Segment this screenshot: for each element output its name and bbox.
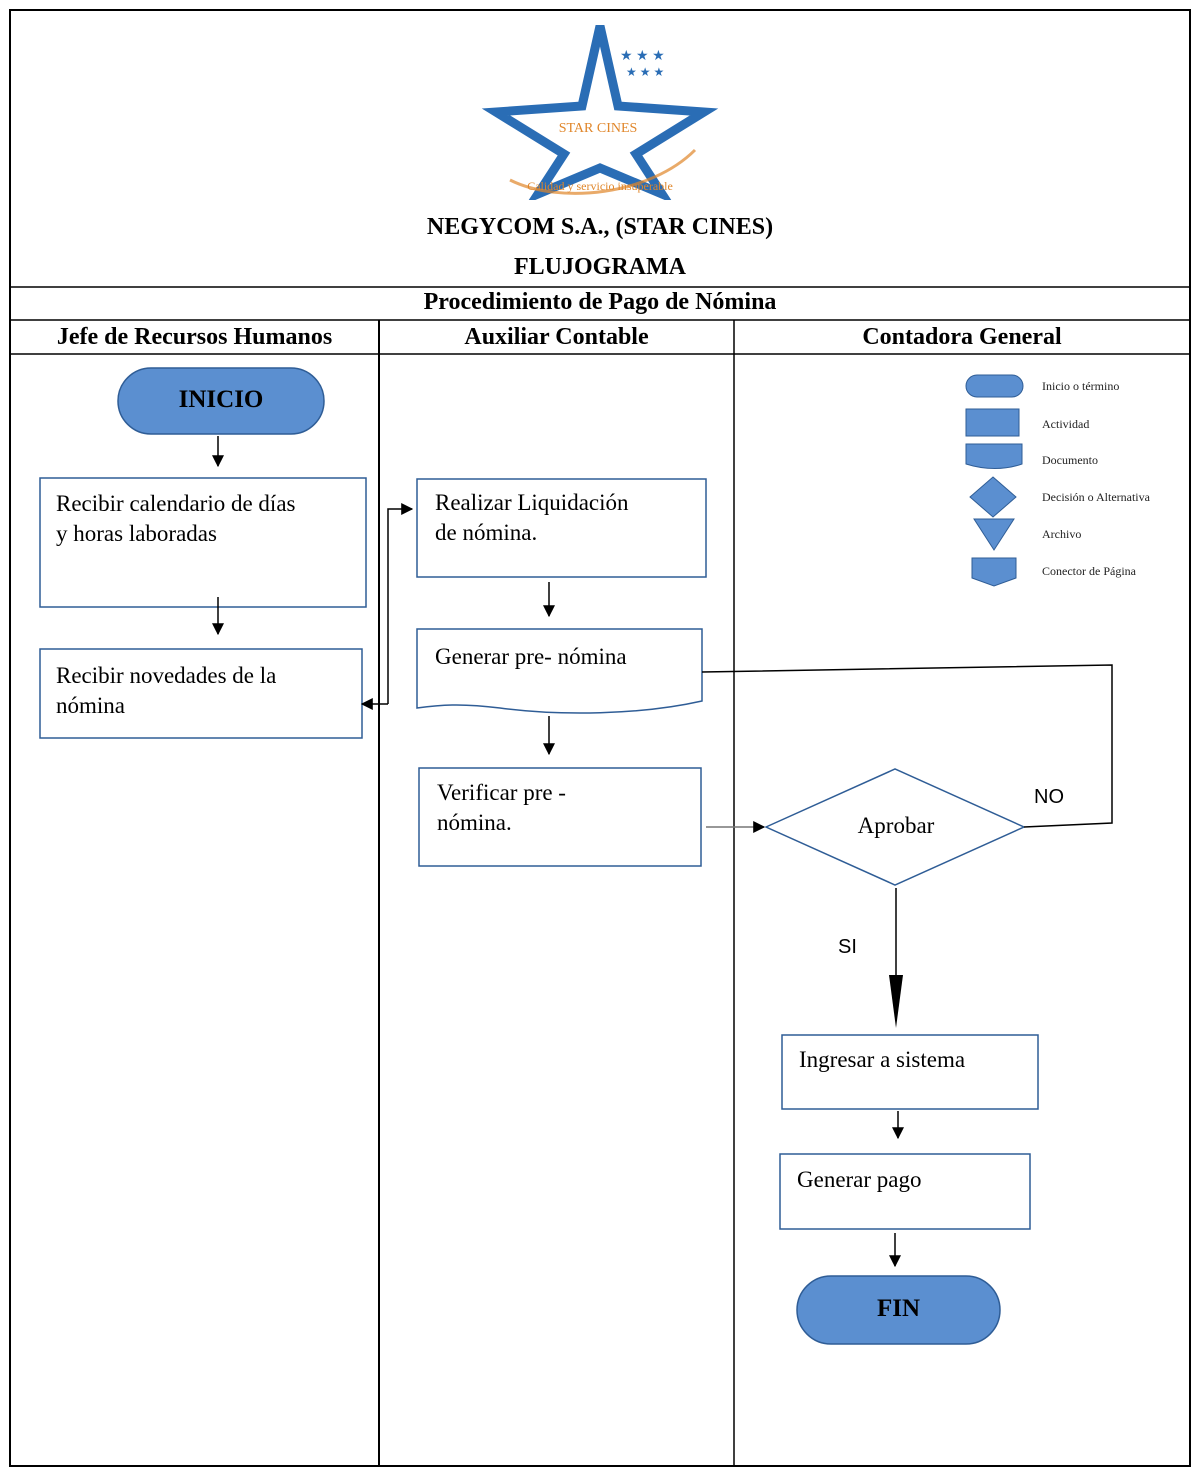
realizar-liquidacion-label: Realizar Liquidación de nómina. <box>435 490 629 545</box>
document-type-title: FLUJOGRAMA <box>514 254 686 280</box>
process-box-recibir-calendario <box>39 477 367 608</box>
start-terminal <box>117 367 325 435</box>
edge-label-no: NO <box>1034 786 1064 808</box>
logo-star-icon <box>481 25 719 200</box>
edge-label-si: SI <box>838 936 857 958</box>
legend-offpage-icon <box>971 557 1017 587</box>
process-box-ingresar-sistema <box>781 1034 1039 1110</box>
legend-label-process: Actividad <box>1042 417 1090 431</box>
legend-document-icon <box>965 443 1023 469</box>
process-box-recibir-novedades <box>39 648 363 739</box>
legend-label-document: Documento <box>1042 453 1098 467</box>
legend-label-decision: Decisión o Alternativa <box>1042 490 1150 504</box>
legend-terminal-icon <box>965 374 1024 398</box>
end-label: FIN <box>876 1295 921 1322</box>
star-cines-logo: ★ ★ ★ ★ ★ ★ STAR CINES Calidad y servici… <box>481 25 719 200</box>
generar-pago-label: Generar pago <box>797 1167 922 1192</box>
lane-title-recursos-humanos: Jefe de Recursos Humanos <box>56 324 333 350</box>
end-terminal <box>796 1275 1001 1345</box>
document-shape-generar-prenomina <box>416 628 703 714</box>
company-title: NEGYCOM S.A., (STAR CINES) <box>426 214 774 240</box>
recibir-novedades-label: Recibir novedades de la nómina <box>56 663 277 718</box>
svg-text:★ ★ ★: ★ ★ ★ <box>626 65 664 79</box>
legend-label-archive: Archivo <box>1042 527 1082 541</box>
legend-process-icon <box>965 408 1020 437</box>
process-box-verificar-prenomina <box>418 767 702 867</box>
start-label: INICIO <box>178 386 264 413</box>
outer-border <box>9 9 1191 1467</box>
generar-prenomina-label: Generar pre- nómina <box>435 644 627 669</box>
svg-text:★ ★ ★: ★ ★ ★ <box>620 49 665 64</box>
process-box-realizar-liquidacion <box>416 478 707 578</box>
legend-decision-icon <box>969 476 1017 518</box>
logo-small-stars-icon: ★ ★ ★ ★ ★ ★ <box>620 49 665 79</box>
recibir-calendario-label: Recibir calendario de días y horas labor… <box>56 491 296 546</box>
verificar-prenomina-label: Verificar pre - nómina. <box>437 780 566 835</box>
lane-title-auxiliar-contable: Auxiliar Contable <box>464 324 649 350</box>
legend-archive-icon <box>973 518 1015 551</box>
legend-label-terminal: Inicio o término <box>1042 379 1120 393</box>
procedure-title: Procedimiento de Pago de Nómina <box>423 289 777 315</box>
si-arrowhead <box>889 975 903 1028</box>
lane-title-contadora-general: Contadora General <box>862 324 1062 350</box>
aprobar-label: Aprobar <box>857 813 935 838</box>
logo-brand-text: STAR CINES <box>559 121 638 136</box>
ingresar-sistema-label: Ingresar a sistema <box>799 1047 966 1072</box>
logo-tagline: Calidad y servicio insuperable <box>527 179 673 193</box>
process-box-generar-pago <box>779 1153 1031 1230</box>
legend-label-offpage: Conector de Página <box>1042 564 1136 578</box>
